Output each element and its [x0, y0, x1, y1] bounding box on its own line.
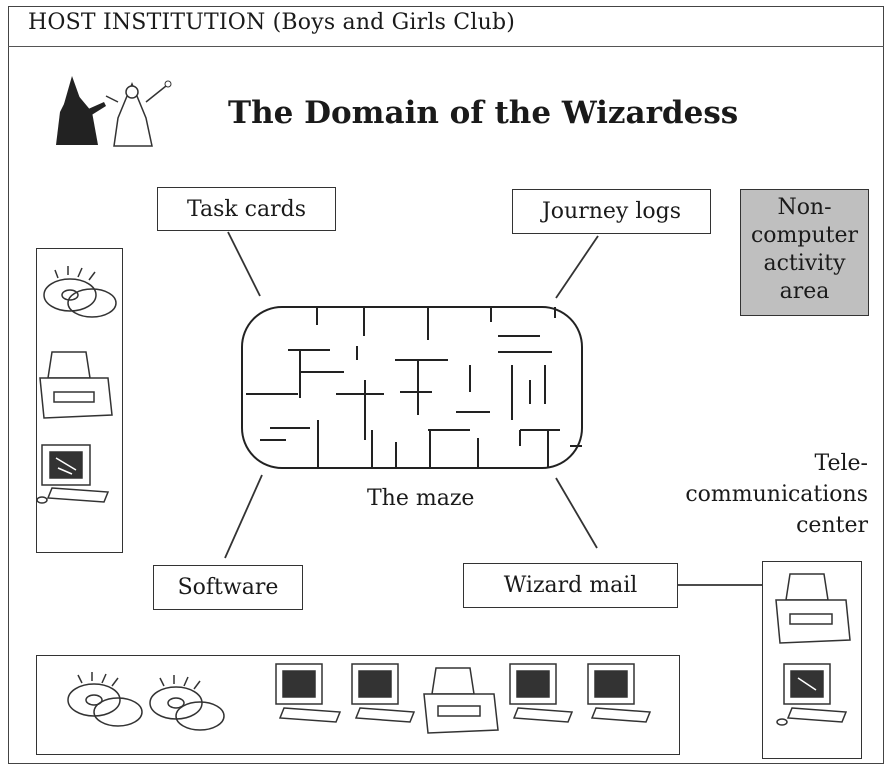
computer-icon: [587, 663, 652, 723]
nca-line: activity: [763, 251, 846, 276]
host-institution-frame: [8, 6, 884, 764]
non-computer-activity-area: Non- computer activity area: [740, 189, 869, 316]
telecom-equipment-column: [762, 561, 862, 759]
computer-icon: [275, 663, 342, 723]
cd-disc-icon: [67, 672, 143, 727]
cd-disc-icon: [149, 675, 225, 731]
maze: [241, 306, 583, 469]
host-institution-label: HOST INSTITUTION (Boys and Girls Club): [28, 10, 516, 35]
journey-logs-label: Journey logs: [541, 199, 681, 224]
task-cards-label: Task cards: [186, 196, 307, 222]
nca-line: computer: [750, 223, 859, 248]
software-box: Software: [153, 565, 303, 610]
telecommunications-center-label: Tele- communications center: [685, 448, 868, 541]
computer-icon: [351, 663, 416, 723]
printer-icon: [39, 351, 113, 419]
wizard-figures-icon: [56, 76, 172, 147]
cd-disc-icon: [43, 266, 117, 318]
wizard-mail-label: Wizard mail: [503, 573, 638, 598]
bottom-equipment-row: [36, 655, 680, 755]
computer-icon: [509, 663, 574, 723]
connector-lines: [224, 231, 762, 586]
nca-line: area: [779, 279, 830, 304]
computer-icon: [36, 444, 110, 504]
printer-icon: [423, 667, 499, 734]
task-cards-box: Task cards: [157, 187, 336, 231]
tele-line: Tele-: [814, 451, 868, 476]
header-divider: [8, 46, 884, 47]
printer-icon: [775, 573, 851, 644]
computer-icon: [776, 663, 848, 726]
tele-line: communications: [685, 482, 868, 507]
maze-label: The maze: [367, 486, 475, 511]
journey-logs-box: Journey logs: [512, 189, 711, 234]
nca-line: Non-: [777, 195, 832, 220]
wizard-mail-box: Wizard mail: [463, 563, 678, 608]
diagram-title: The Domain of the Wizardess: [228, 95, 739, 131]
left-equipment-column: [36, 248, 123, 553]
software-label: Software: [177, 575, 279, 600]
tele-line: center: [796, 513, 868, 538]
